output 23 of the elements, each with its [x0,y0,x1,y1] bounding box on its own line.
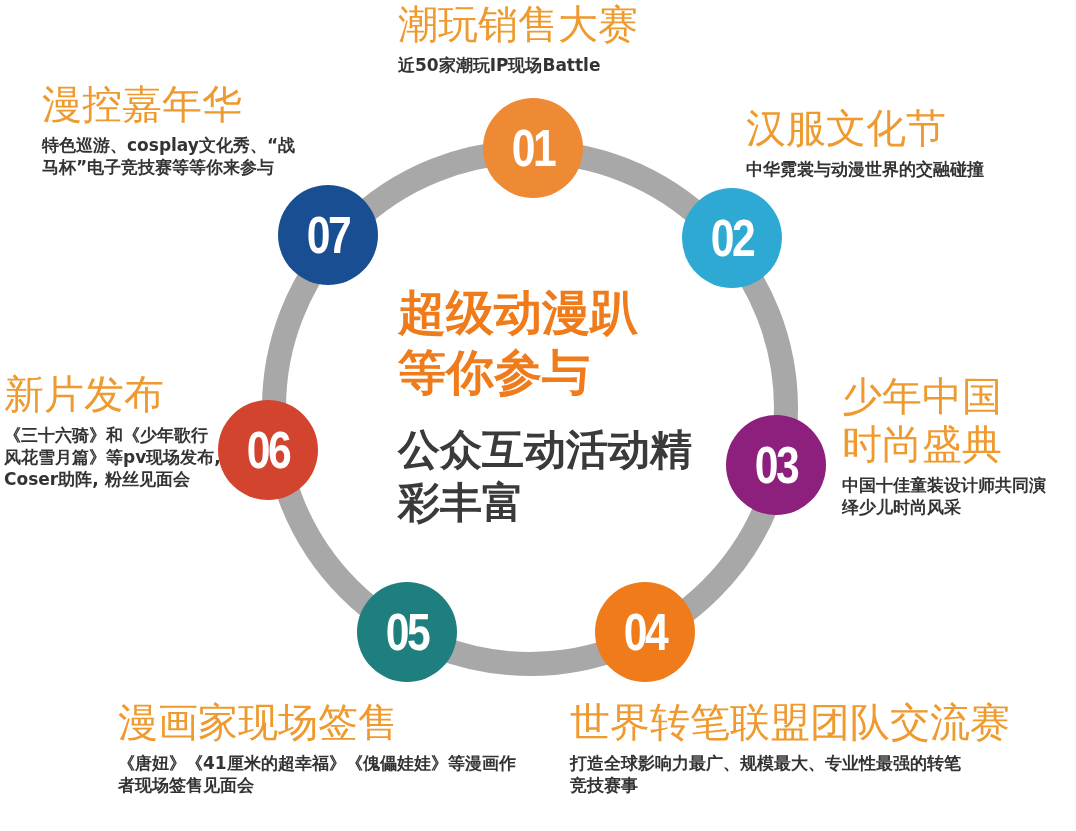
step-number: 06 [246,420,290,480]
activity-title: 漫控嘉年华 [42,80,243,128]
activity-title: 新片发布 [4,370,165,418]
activity-title: 潮玩销售大赛 [398,0,639,48]
activity-title: 少年中国时尚盛典 [842,372,1003,468]
activity-title: 汉服文化节 [746,104,947,152]
activity-title: 漫画家现场签售 [118,698,399,746]
step-number: 05 [385,602,429,662]
step-number: 07 [306,205,350,265]
activity-description: 《三十六骑》和《少年歌行风花雪月篇》等pv现场发布, Coser助阵, 粉丝见面会 [4,424,222,491]
activity-description: 中华霓裳与动漫世界的交融碰撞 [746,158,985,181]
step-number: 04 [623,602,667,662]
activity-description: 打造全球影响力最广、规模最大、专业性最强的转笔竞技赛事 [570,752,962,797]
step-number: 02 [710,208,754,268]
activity-description: 特色巡游、cosplay文化秀、“战马杯”电子竞技赛等等你来参与 [42,134,297,179]
center-subheadline: 公众互动活动精彩丰富 [398,424,693,529]
activity-description: 近50家潮玩IP现场Battle [398,54,602,77]
step-number: 03 [754,435,798,495]
activity-description: 中国十佳童装设计师共同演绎少儿时尚风采 [842,474,1047,519]
step-number: 01 [511,118,555,178]
activity-title: 世界转笔联盟团队交流赛 [570,698,1011,746]
activity-description: 《唐妞》《41厘米的超幸福》《傀儡娃娃》等漫画作者现场签售见面会 [118,752,517,797]
center-headline: 超级动漫趴等你参与 [398,283,639,402]
